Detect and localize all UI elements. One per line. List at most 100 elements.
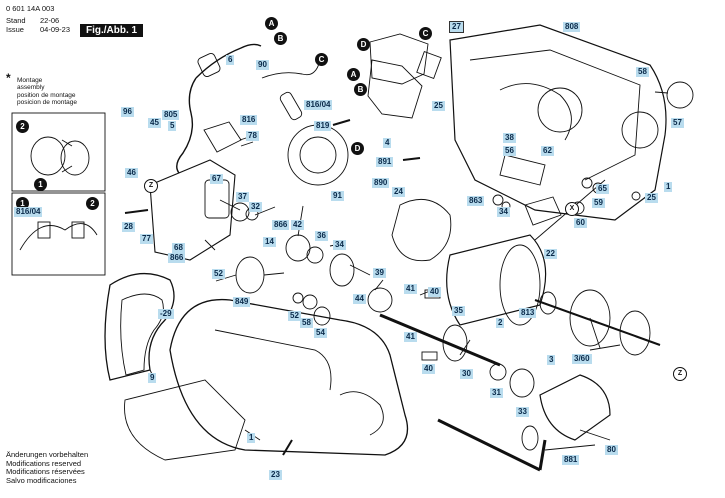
callout-D-switch: D: [357, 38, 370, 51]
footer-line-3: Modifications réservées: [6, 467, 85, 476]
part-881: 881: [562, 455, 580, 465]
part-35: 35: [452, 306, 465, 316]
part-39: 39: [373, 268, 386, 278]
callout-X: X: [565, 202, 579, 216]
part-14: 14: [263, 237, 276, 247]
footer-line-1: Änderungen vorbehalten: [6, 450, 89, 459]
callout-A-switch: A: [347, 68, 360, 81]
legend-star: *: [6, 71, 11, 85]
detail-inset-bottom: [11, 192, 106, 276]
inset-step-2-bottom: 2: [86, 197, 99, 210]
switch-upper: [369, 33, 429, 85]
part-30: 30: [460, 369, 473, 379]
switch-lower: [367, 59, 423, 119]
part-56: 56: [503, 146, 516, 156]
callout-Z-housing: Z: [144, 179, 158, 193]
part-5: 5: [168, 121, 177, 131]
footer-notes: Änderungen vorbehalten Modifications res…: [6, 450, 89, 485]
part-52-right: 52: [288, 311, 301, 321]
fan-baffle: [391, 198, 452, 262]
screw-23: [282, 439, 293, 456]
part-44: 44: [353, 294, 366, 304]
power-cord: [176, 77, 197, 174]
date-top: 22-06: [40, 16, 60, 25]
part-90: 90: [256, 60, 269, 70]
cord-sleeve: [197, 52, 221, 78]
part-41-bottom: 41: [404, 332, 417, 342]
part-78: 78: [246, 131, 259, 141]
part-52-left: 52: [212, 269, 225, 279]
part-29: -29: [158, 309, 174, 319]
part-57: 57: [671, 118, 684, 128]
part-24: 24: [392, 187, 405, 197]
part-34-gear: 34: [333, 240, 346, 250]
callout-D-lead: D: [351, 142, 364, 155]
screw-819: [332, 119, 351, 126]
part-54: 54: [314, 328, 327, 338]
detail-inset-top: [11, 112, 106, 192]
part-849: 849: [233, 297, 251, 307]
part-91: 91: [331, 191, 344, 201]
part-45: 45: [148, 118, 161, 128]
part-813: 813: [519, 308, 537, 318]
armature-shaft: [534, 299, 661, 346]
part-4: 4: [383, 138, 392, 148]
part-819: 819: [314, 121, 332, 131]
part-27: 27: [449, 21, 464, 33]
brush-plate: [287, 124, 349, 186]
bearing-33: [509, 368, 535, 398]
part-37: 37: [236, 192, 249, 202]
part-65: 65: [596, 184, 609, 194]
callout-C-switch: C: [419, 27, 432, 40]
chuck-key-handle: [437, 418, 541, 472]
legend-line-2: assembly: [17, 84, 45, 91]
spindle-gear: [442, 324, 468, 362]
plug: [203, 121, 242, 153]
part-59: 59: [592, 198, 605, 208]
part-816: 816: [240, 115, 258, 125]
part-28: 28: [122, 222, 135, 232]
issue-label: Issue: [6, 25, 24, 34]
legend-line-4: posicion de montage: [17, 99, 77, 106]
gear-67: [204, 179, 230, 219]
part-9: 9: [148, 373, 157, 383]
part-40-top: 40: [428, 287, 441, 297]
part-68: 68: [172, 243, 185, 253]
part-25-top: 25: [432, 101, 445, 111]
part-46: 46: [125, 168, 138, 178]
spindle: [379, 313, 501, 367]
part-3-60: 3/60: [572, 354, 592, 364]
callout-B-cord: B: [274, 32, 287, 45]
gear-34: [329, 253, 355, 287]
drill-chuck: [539, 374, 611, 441]
part-42: 42: [291, 220, 304, 230]
stand-label: Stand: [6, 16, 26, 25]
part-23: 23: [269, 470, 282, 480]
callout-C-cable: C: [315, 53, 328, 66]
part-40-bottom: 40: [422, 364, 435, 374]
callout-Z-armature: Z: [673, 367, 687, 381]
part-34-small: 34: [497, 207, 510, 217]
part-60: 60: [574, 218, 587, 228]
part-25-right: 25: [645, 193, 658, 203]
part-808: 808: [563, 22, 581, 32]
footer-line-4: Salvo modificaciones: [6, 475, 77, 485]
gear-849: [235, 256, 265, 294]
part-805: 805: [162, 110, 180, 120]
armature-fan: [619, 310, 651, 356]
document-number: 0 601 14A 003: [6, 4, 55, 13]
selector-knob: [666, 81, 694, 109]
part-1-right: 1: [664, 182, 673, 192]
part-891: 891: [376, 157, 394, 167]
bearing-42: [285, 234, 311, 262]
part-62: 62: [541, 146, 554, 156]
screw-28: [124, 209, 149, 214]
gear-housing: [149, 159, 236, 261]
part-96: 96: [121, 107, 134, 117]
part-866-bottom: 866: [168, 253, 186, 263]
part-866-top: 866: [272, 220, 290, 230]
part-58-top: 58: [636, 67, 649, 77]
callout-B-switch: B: [354, 83, 367, 96]
part-77: 77: [140, 234, 153, 244]
